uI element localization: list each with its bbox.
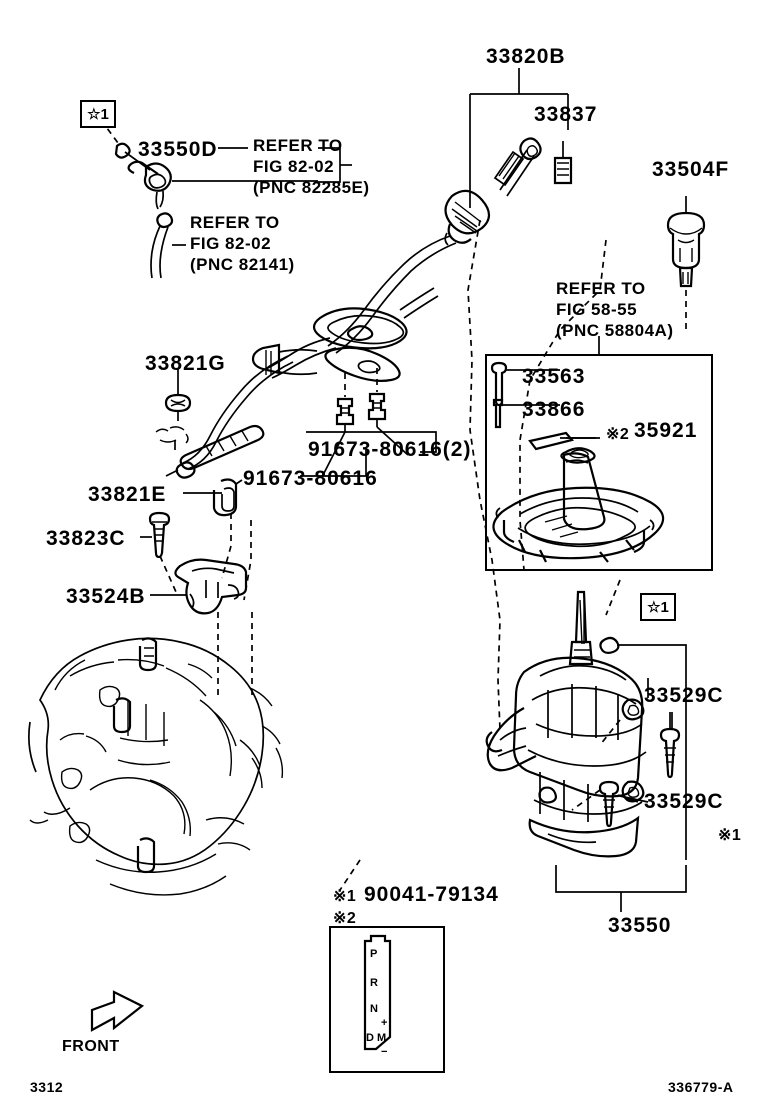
star-marker-1b: ☆1 (640, 593, 676, 621)
callout-33866: 33866 (522, 398, 586, 421)
diagram-drawing-number: 336779-A (668, 1079, 734, 1095)
part-cable-82141-art (150, 212, 174, 279)
callout-33529C-lower: 33529C (644, 790, 724, 813)
transmission-case-art (28, 637, 284, 896)
shift-position-plus: + (381, 1017, 388, 1029)
note1-part-number: 90041-79134 (364, 883, 499, 906)
part-91673-bolt-a (321, 397, 355, 478)
shift-position-n: N (370, 1003, 379, 1015)
part-33837-art (553, 141, 573, 185)
callout-33504F: 33504F (652, 158, 730, 181)
reference-58804A: REFER TO FIG 58-55 (PNC 58804A) (556, 279, 674, 340)
part-33550D-art (100, 119, 172, 210)
part-33821E-clip-art (212, 478, 243, 517)
callout-33823C: 33823C (46, 527, 126, 550)
shift-pattern-box-art (329, 926, 445, 1073)
front-direction-label: FRONT (62, 1038, 120, 1055)
part-control-bracket-art (251, 287, 439, 382)
callout-33820B: 33820B (486, 45, 566, 68)
callout-33529C-upper: 33529C (644, 684, 724, 707)
callout-33550: 33550 (608, 914, 672, 937)
callout-35921: 35921 (634, 419, 698, 442)
star-marker-1a: ☆1 (80, 100, 116, 128)
callout-33524B: 33524B (66, 585, 146, 608)
front-arrow-icon (90, 990, 145, 1032)
mark-note2-35921: ※2 (606, 426, 630, 443)
diagram-section-code: 3312 (30, 1079, 64, 1095)
assembly-dashed-lines (159, 219, 621, 891)
part-cable-end-art (165, 424, 265, 479)
boxed-sub-assembly-58804A (485, 336, 713, 571)
callout-91673-80616-2: 91673-80616(2) (308, 438, 472, 461)
callout-33837: 33837 (534, 103, 598, 126)
note2-mark: ※2 (333, 910, 357, 927)
reference-82141: REFER TO FIG 82-02 (PNC 82141) (190, 213, 295, 274)
shift-position-r: R (370, 977, 379, 989)
shift-position-minus: − (381, 1046, 388, 1058)
part-33524B-art (174, 558, 248, 615)
part-33820B-cable-art (182, 68, 569, 470)
part-33823C-art (148, 511, 171, 559)
callout-33821G: 33821G (145, 352, 226, 375)
shift-position-m: M (377, 1032, 387, 1044)
part-33504F-knob-art (666, 196, 706, 330)
callout-33550D: 33550D (138, 138, 218, 161)
note1-mark: ※1 (333, 888, 357, 905)
callout-33821E: 33821E (88, 483, 167, 506)
part-33821G-art (155, 368, 192, 450)
shift-position-p: P (370, 948, 378, 960)
callout-91673-80616: 91673-80616 (243, 467, 378, 490)
shift-position-d: D (366, 1032, 375, 1044)
mark-note1-right: ※1 (718, 827, 742, 844)
